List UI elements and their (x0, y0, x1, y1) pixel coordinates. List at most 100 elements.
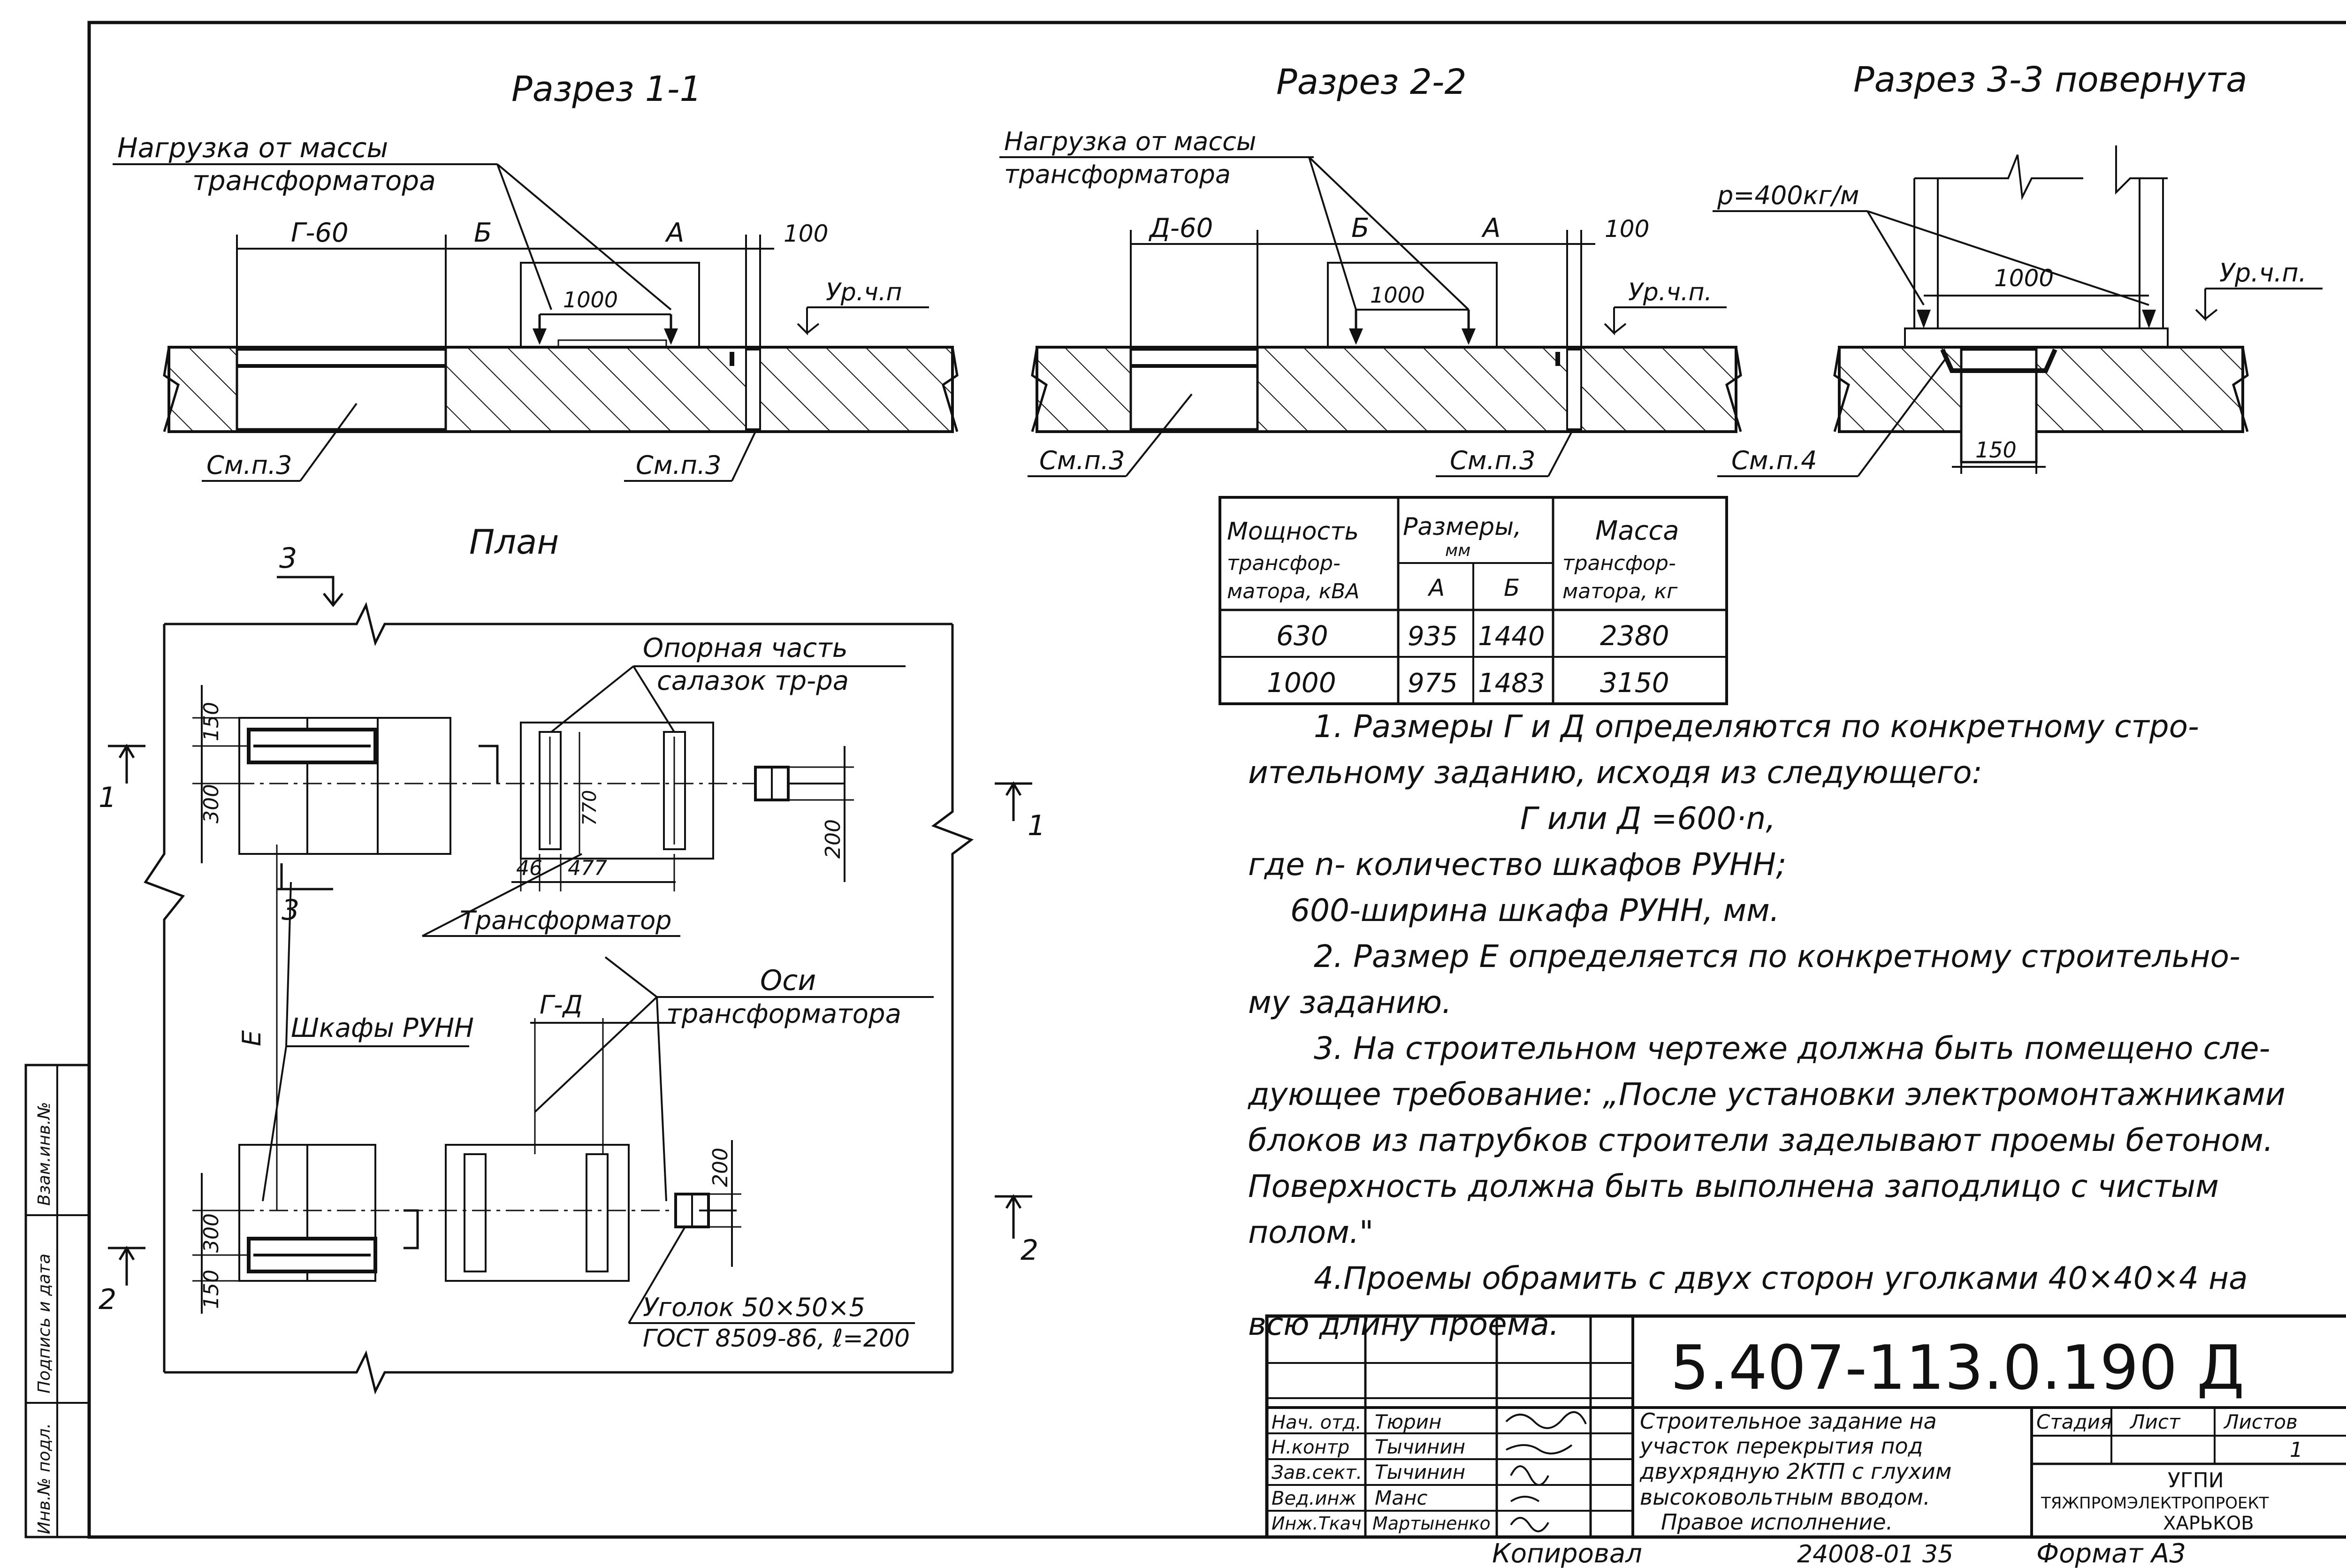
tb-name-3: Тычинин (1375, 1461, 1465, 1484)
plan-angle-line1: Уголок 50×50×5 (643, 1293, 865, 1322)
section-3-level: Ур.ч.п. (2219, 258, 2307, 288)
section-1-dim-b: Б (474, 218, 492, 248)
tb-sheet-number: 1 (2290, 1438, 2303, 1462)
plan-dim-300-upper: 300 (199, 784, 223, 823)
section-1-opening (236, 348, 447, 431)
plan-cut-2-left: 2 (99, 1283, 116, 1316)
section-2-2: Разрез 2-2 Нагрузка от массы трансформат… (999, 62, 1742, 477)
plan-dim-g-d: Г-Д (540, 990, 583, 1020)
plan-dim-770: 770 (579, 790, 601, 826)
note-4-line-2: всю длину проема. (1248, 1306, 1559, 1342)
note-1-formula: Г или Д =600·n, (1520, 800, 1776, 837)
plan-support-line2: салазок тр-ра (657, 666, 849, 696)
table-r1-b: 1440 (1478, 621, 1545, 652)
tb-org-1: УГПИ (2168, 1469, 2224, 1492)
tb-org-2: ТЯЖПРОМЭЛЕКТРОПРОЕКТ (2041, 1494, 2269, 1513)
plan-transformer-upper (520, 722, 714, 860)
table-h-mass-2: трансфор- (1562, 551, 1676, 575)
note-3-line-3: блоков из патрубков строители заделывают… (1248, 1122, 2273, 1158)
plan-cut-2-right: 2 (1021, 1234, 1038, 1267)
plan-support-line1: Опорная часть (643, 633, 848, 663)
tb-name-2: Тычинин (1375, 1435, 1465, 1458)
plan-dim-e: Е (237, 1030, 267, 1046)
section-2-dim-100: 100 (1605, 215, 1649, 243)
tb-role-4: Вед.инж (1272, 1488, 1356, 1509)
table-r2-b: 1483 (1478, 668, 1545, 699)
section-2-ref-right: См.п.3 (1450, 446, 1535, 475)
section-2-dim-1000: 1000 (1370, 282, 1425, 308)
note-4-line-1: 4.Проемы обрамить с двух сторон уголками… (1314, 1260, 2248, 1296)
table-h-sizes-2: мм (1445, 541, 1470, 560)
tb-org-3: ХАРЬКОВ (2163, 1513, 2254, 1534)
table-h-power-2: трансфор- (1227, 551, 1341, 575)
tb-desc-1: Строительное задание на (1640, 1408, 1937, 1434)
plan-dim-200-upper: 200 (821, 819, 845, 859)
plan-cut-1-left: 1 (99, 781, 116, 814)
tb-copied: Копировал (1492, 1538, 1642, 1568)
plan-cabinet-upper (238, 717, 451, 855)
section-3-title: Разрез 3-3 повернута (1853, 60, 2247, 100)
plan-axes-line2: трансформатора (666, 999, 901, 1029)
section-2-opening (1129, 348, 1259, 431)
section-1-1: Разрез 1-1 Нагрузка от массы трансформат… (113, 69, 959, 482)
tb-number: 24008-01 35 (1797, 1540, 1953, 1568)
table-h-sizes-1: Размеры, (1403, 513, 1522, 541)
margin-replace-inv: Взам.инв.№ (35, 1102, 54, 1206)
table-h-power-1: Мощность (1227, 518, 1359, 546)
plan-transformer-lower (445, 1144, 630, 1282)
section-2-dim-d: Д-60 (1148, 213, 1213, 244)
note-2-line-2: му заданию. (1248, 984, 1452, 1020)
note-1-line-4: где n- количество шкафов РУНН; (1248, 846, 1787, 883)
margin-stamp: Инв.№ подл. Подпись и дата Взам.инв.№ (24, 1064, 91, 1538)
section-2-ref-left: См.п.3 (1039, 446, 1125, 475)
tb-signatures (1505, 1411, 1587, 1532)
tb-desc-2: участок перекрытия под (1639, 1433, 1923, 1459)
section-1-dim-g: Г-60 (291, 218, 349, 248)
table-h-power-3: матора, кВА (1227, 579, 1359, 603)
section-2-title: Разрез 2-2 (1276, 62, 1467, 102)
section-2-dim-a: А (1481, 213, 1501, 244)
section-1-dim-a: А (665, 218, 684, 248)
notes: 1. Размеры Г и Д определяются по конкрет… (1248, 704, 2327, 1347)
tb-col-sheets: Листов (2223, 1410, 2298, 1433)
table-h-mass-1: Масса (1595, 516, 1679, 546)
section-1-dim-1000: 1000 (563, 287, 618, 312)
sheet-frame (87, 21, 2346, 1539)
plan-cut-3-bottom: 3 (282, 894, 299, 927)
tb-desc-5: Правое исполнение. (1661, 1509, 1893, 1535)
table-r2-power: 1000 (1267, 667, 1336, 699)
section-1-dim-100: 100 (784, 220, 828, 247)
note-1-line-1: 1. Размеры Г и Д определяются по конкрет… (1314, 708, 2199, 745)
plan-cut-3-top: 3 (279, 542, 297, 575)
table-h-sub-a: А (1427, 574, 1445, 601)
section-1-load-line2: трансформатора (192, 165, 436, 197)
tb-role-2: Н.контр (1272, 1437, 1349, 1458)
table-h-sub-b: Б (1504, 574, 1520, 601)
table-r2-mass: 3150 (1600, 667, 1669, 699)
plan-dim-477: 477 (568, 856, 607, 880)
tb-name-5: Мартыненко (1372, 1513, 1491, 1534)
note-2-line-1: 2. Размер Е определяется по конкретному … (1314, 938, 2240, 974)
plan-dim-150-lower: 150 (199, 1270, 223, 1309)
plan-dim-150-upper: 150 (199, 702, 223, 741)
section-3-dim-1000: 1000 (1994, 265, 2054, 292)
section-2-load-line1: Нагрузка от массы (1004, 127, 1256, 156)
tb-col-stage: Стадия (2036, 1410, 2112, 1433)
tb-name-4: Манс (1375, 1486, 1428, 1509)
section-3-3: Разрез 3-3 повернута р=400кг/м 1000 Ур.ч… (1713, 60, 2323, 477)
section-3-ref: См.п.4 (1731, 446, 1817, 475)
note-1-line-5: 600-ширина шкафа РУНН, мм. (1290, 892, 1780, 929)
tb-name-1: Тюрин (1375, 1410, 1441, 1433)
spec-table: Мощность трансфор- матора, кВА Размеры, … (1219, 496, 1728, 705)
section-3-dim-150: 150 (1975, 437, 2017, 463)
section-1-load-line1: Нагрузка от массы (117, 132, 388, 164)
plan-cut-1-right: 1 (1028, 809, 1045, 842)
title-code: 5.407-113.0.190 Д (1670, 1332, 2245, 1403)
tb-desc-3: двухрядную 2КТП с глухим (1639, 1459, 1951, 1484)
table-r1-mass: 2380 (1600, 620, 1669, 652)
section-3-load: р=400кг/м (1717, 181, 1859, 210)
tb-role-5: Инж.Ткач (1272, 1513, 1361, 1534)
plan-dim-300-lower: 300 (199, 1213, 223, 1253)
section-2-level: Ур.ч.п. (1628, 278, 1712, 306)
